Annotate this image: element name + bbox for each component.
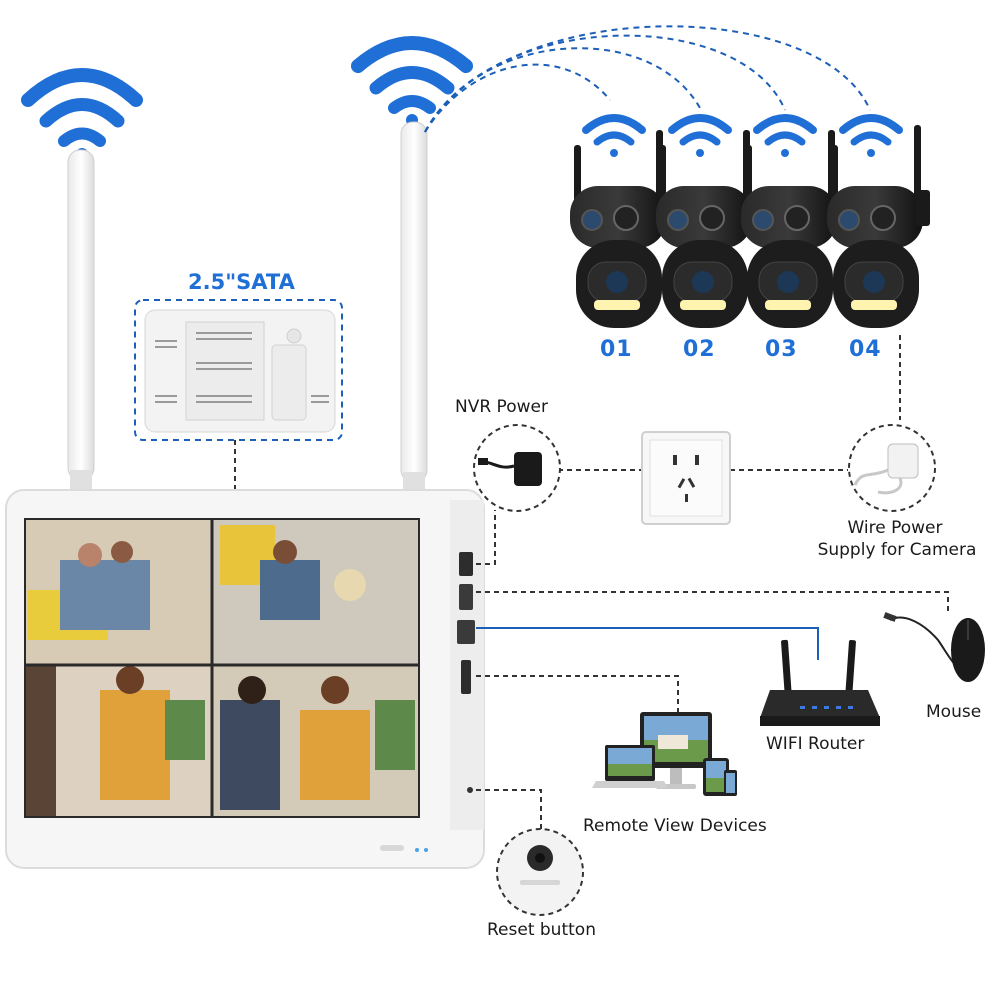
nvr-power-label: NVR Power — [455, 397, 548, 417]
antenna-left — [67, 149, 95, 498]
router-icon — [760, 639, 880, 726]
camera-number-04: 04 — [849, 337, 882, 362]
nvr-monitor — [5, 489, 485, 869]
reset-port-icon — [496, 828, 584, 916]
wifi-icon-right-antenna — [351, 36, 473, 126]
wifi-icon-cam-01 — [582, 114, 646, 157]
phone-icon — [724, 770, 737, 796]
wall-socket-icon — [641, 431, 731, 525]
camera-wifi-icons — [582, 114, 903, 157]
hdmi-port — [461, 660, 471, 694]
wire-power-label-line2: Supply for Camera — [817, 540, 977, 560]
dc-power-port — [459, 552, 473, 576]
wireless-links — [424, 25, 871, 133]
antenna-right — [400, 121, 428, 498]
wire-power-label-line1: Wire Power — [847, 518, 943, 538]
laptop-icon — [592, 745, 668, 788]
wifi-icon-left-antenna — [21, 68, 143, 160]
camera-power-supply-icon — [848, 424, 936, 512]
camera-03 — [741, 130, 837, 328]
camera-feed-grid — [26, 520, 418, 816]
wifi-icon-cam-04 — [839, 114, 903, 157]
reset-pinhole — [467, 787, 473, 793]
usb-port — [459, 584, 473, 610]
camera-number-01: 01 — [600, 337, 633, 362]
sata-label: 2.5"SATA — [188, 270, 295, 294]
camera-number-03: 03 — [765, 337, 798, 362]
sata-hdd-panel — [134, 299, 343, 441]
power-adapter-icon — [473, 424, 561, 512]
ethernet-port — [457, 620, 475, 644]
wifi-icon-cam-02 — [668, 114, 732, 157]
ethernet-cable-line — [476, 627, 819, 660]
computer-icon — [640, 712, 712, 789]
camera-02 — [656, 130, 752, 328]
reset-button-label: Reset button — [487, 920, 596, 940]
mouse-icon — [883, 612, 985, 682]
remote-view-label: Remote View Devices — [583, 816, 767, 836]
camera-number-02: 02 — [683, 337, 716, 362]
remote-view-devices — [592, 712, 737, 796]
wifi-router-label: WIFI Router — [766, 734, 865, 754]
camera-04 — [827, 125, 930, 328]
mouse-label: Mouse — [926, 702, 982, 722]
tablet-icon — [703, 758, 729, 796]
camera-01 — [570, 130, 666, 328]
wifi-icon-cam-03 — [753, 114, 817, 157]
connector-lines — [476, 335, 949, 830]
